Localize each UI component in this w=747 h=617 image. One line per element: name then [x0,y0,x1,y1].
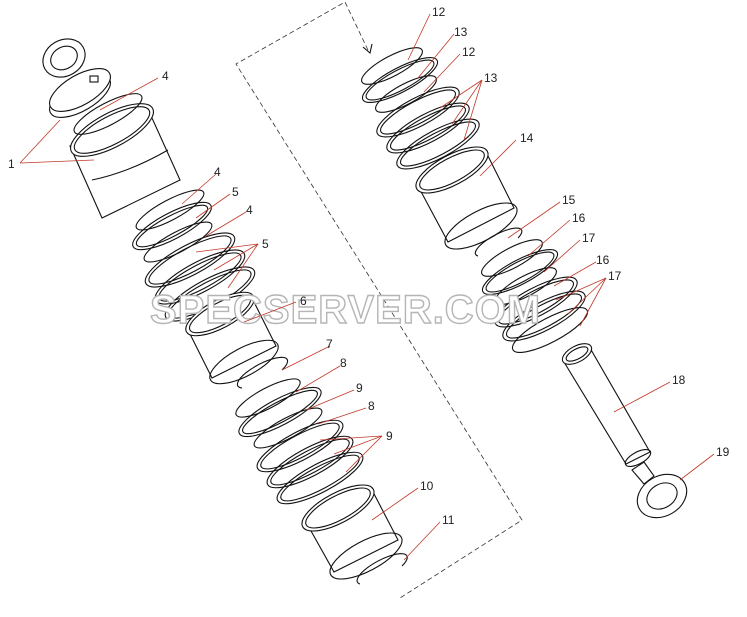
callout-4-c: 4 [246,203,253,217]
callout-7: 7 [326,337,333,351]
ring-stack-right-lower [481,239,589,353]
callout-9-b: 9 [386,429,393,443]
part-18-rod [561,343,652,467]
callout-4-b: 4 [214,165,221,179]
part-1-head [42,38,111,118]
callout-14: 14 [520,131,534,145]
callout-6: 6 [300,294,307,308]
callout-4-a: 4 [162,69,169,83]
part-19-rod-eye [631,461,688,519]
part-15-split-ring [474,227,523,257]
ring-stack-left-upper [132,189,256,322]
callout-19: 19 [716,445,730,459]
callout-11: 11 [442,513,455,527]
ring-stack-left-lower [235,378,364,505]
callout-16-b: 16 [596,253,610,267]
callout-17-b: 17 [608,269,622,283]
part-11-split-ring [356,553,408,585]
callout-17-a: 17 [582,231,596,245]
callout-18: 18 [672,373,686,387]
dashed-boundary [235,1,523,599]
callout-8-b: 8 [368,399,375,413]
callout-12-a: 12 [432,5,446,19]
watermark-text: SPECSERVER.COM [150,288,541,332]
arrow-head [362,43,373,55]
callout-8-a: 8 [340,356,347,370]
callouts: 1 4 4 5 4 5 6 7 8 9 8 9 10 11 12 13 12 1… [8,5,730,527]
part-14-bushing [415,146,518,250]
callout-13-b: 13 [484,71,498,85]
callout-15: 15 [562,193,576,207]
ring-stack-right-upper [361,47,480,170]
part-7-split-ring [236,356,289,389]
ring-4-top [73,93,143,135]
part-10-bushing [301,484,403,580]
callout-9-a: 9 [356,381,363,395]
callout-12-b: 12 [462,45,476,59]
callout-13-a: 13 [454,25,468,39]
callout-5-a: 5 [232,185,239,199]
callout-10: 10 [420,479,434,493]
callout-5-b: 5 [262,237,269,251]
callout-1: 1 [8,157,15,171]
callout-16-a: 16 [572,211,586,225]
part-1-tube [69,103,181,219]
leader-lines [19,13,715,561]
